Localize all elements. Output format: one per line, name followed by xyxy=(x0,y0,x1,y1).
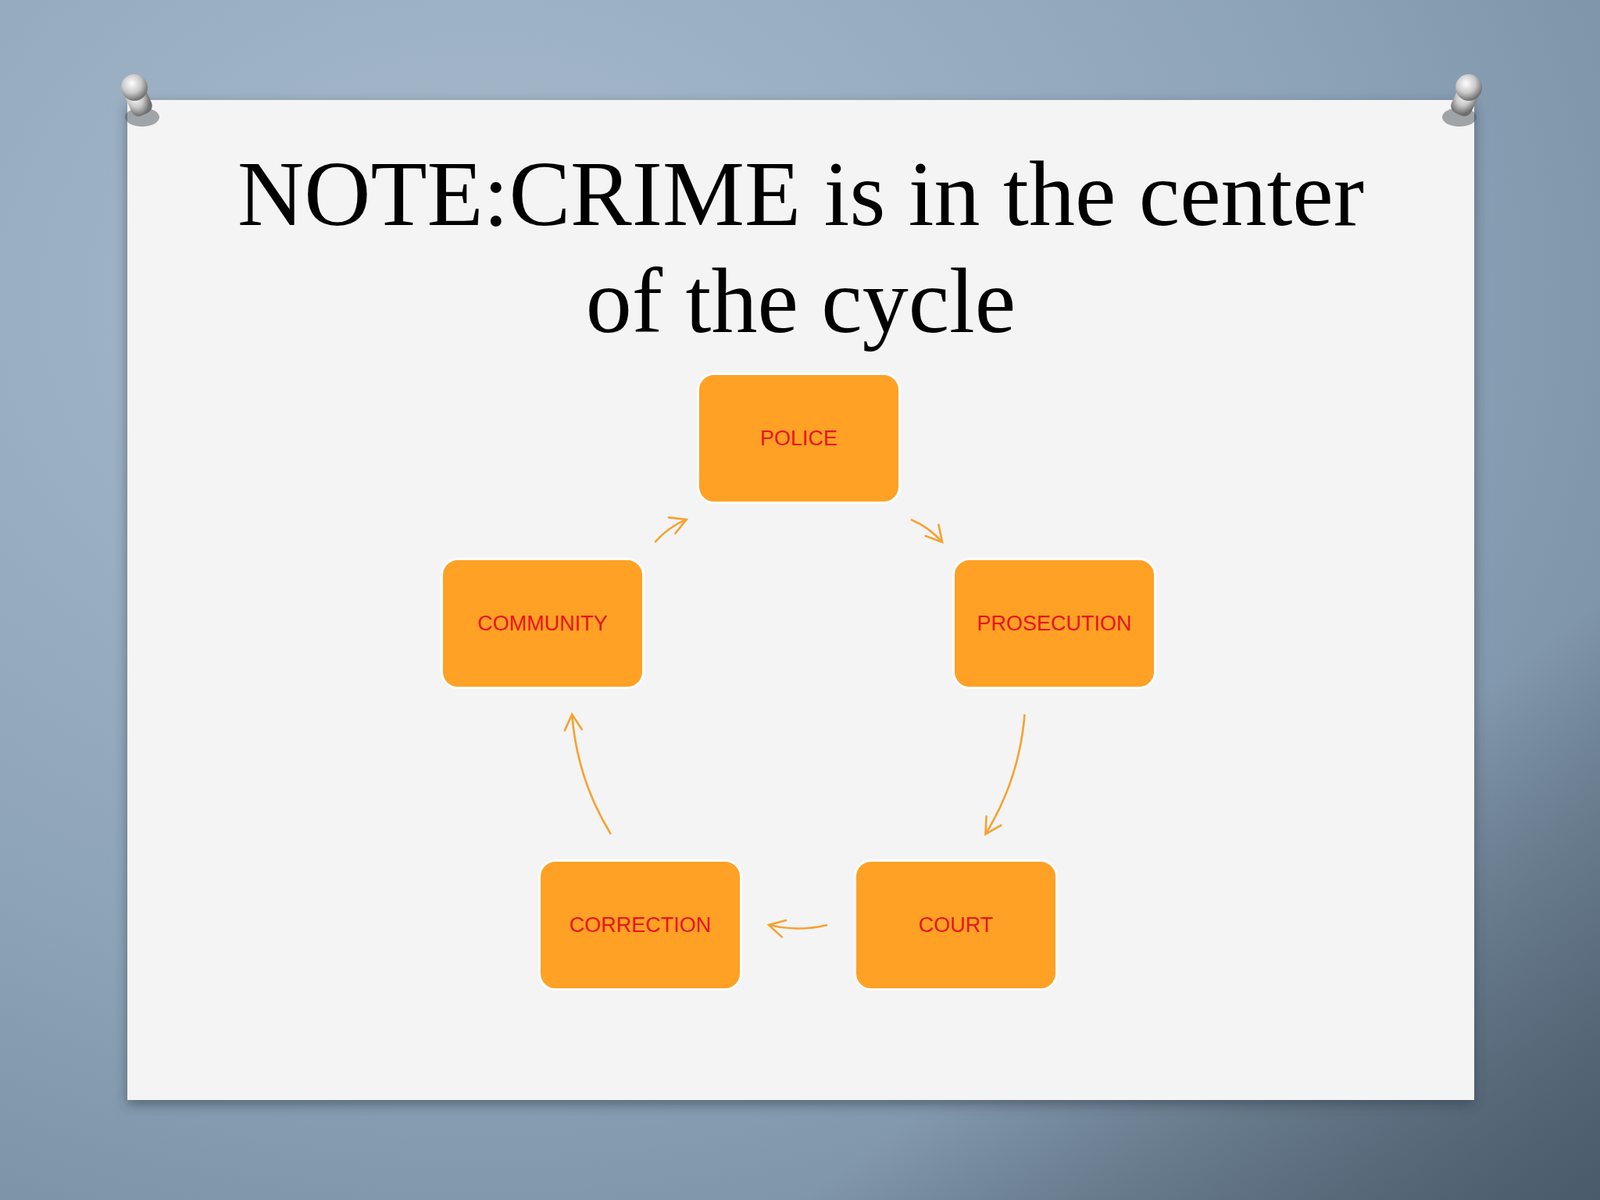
cycle-arrow xyxy=(654,517,686,543)
box-label: CORRECTION xyxy=(569,912,712,938)
box-label: POLICE xyxy=(760,425,838,451)
cycle-arrow xyxy=(768,920,828,937)
paper-sheet xyxy=(127,100,1475,1100)
slide-title: NOTE:CRIME is in the center of the cycle xyxy=(214,140,1387,355)
box-label: COURT xyxy=(918,912,994,938)
process-box: CORRECTION xyxy=(538,859,743,991)
process-box: POLICE xyxy=(696,372,901,504)
pin xyxy=(1442,74,1483,127)
cycle-arrow xyxy=(985,714,1025,834)
process-box: COURT xyxy=(853,859,1058,991)
process-box: PROSECUTION xyxy=(952,557,1157,690)
pin xyxy=(121,74,160,127)
cycle-arrow xyxy=(910,519,943,543)
box-label: PROSECUTION xyxy=(976,610,1132,636)
process-box: COMMUNITY xyxy=(440,557,645,690)
cycle-arrow xyxy=(564,714,611,834)
box-label: COMMUNITY xyxy=(477,610,608,636)
